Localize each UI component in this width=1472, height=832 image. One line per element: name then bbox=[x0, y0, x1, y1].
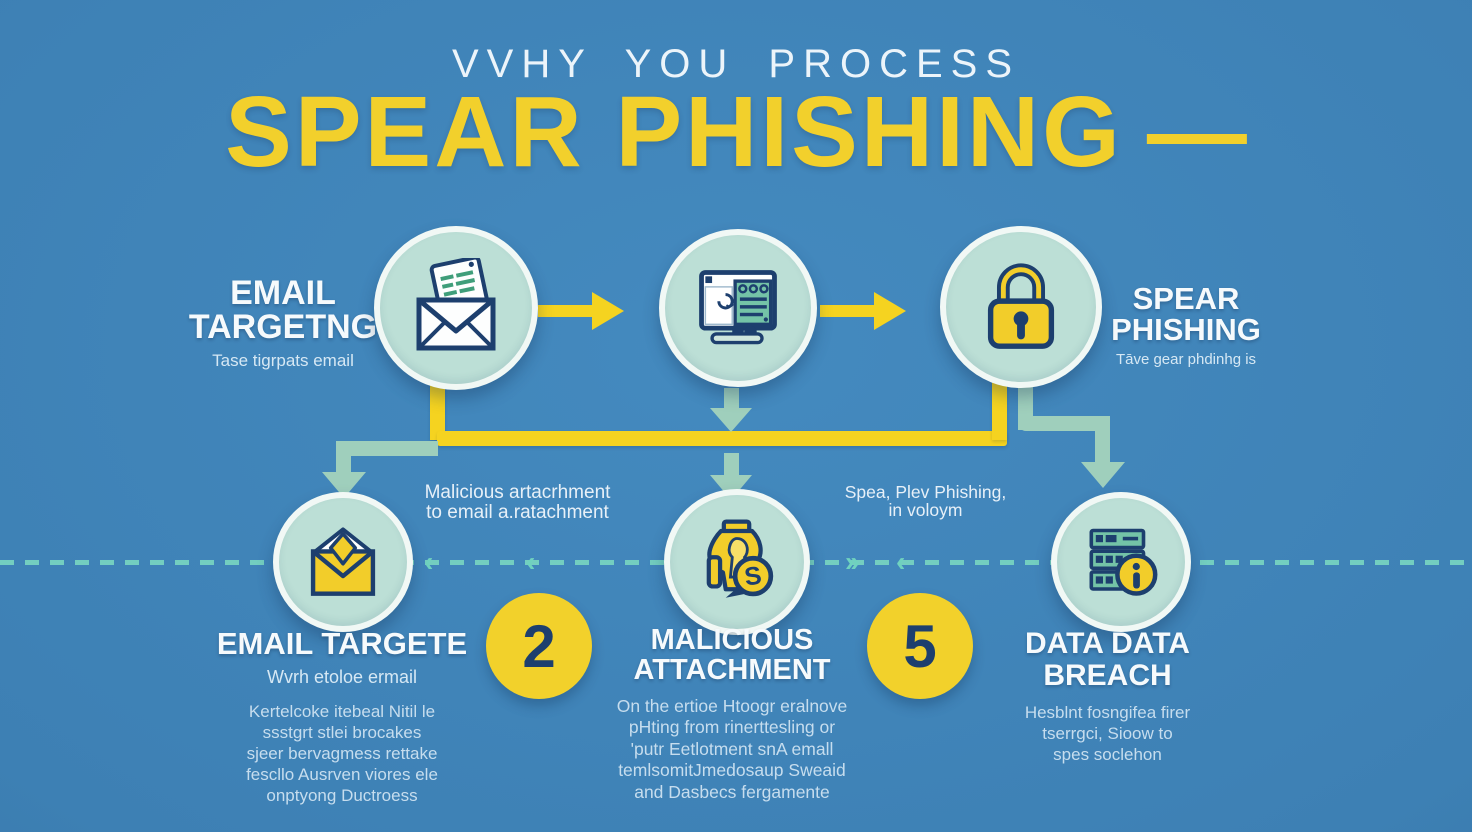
main-title-row: SPEAR PHISHING — bbox=[0, 82, 1472, 182]
connector-teal-left-horizontal bbox=[336, 441, 438, 456]
email-targeting-subtitle: Tase tigrpats email bbox=[212, 351, 354, 370]
email-targeting-line1: EMAIL bbox=[230, 274, 336, 312]
malware-blob-icon: S bbox=[706, 519, 774, 598]
connector-yellow-horizontal-bar bbox=[437, 431, 1007, 446]
step2-body-line: pHting from rinerttesling or bbox=[628, 717, 836, 738]
annotation-attachment-line2: to email a.ratachment bbox=[426, 501, 609, 523]
node-phishing-site bbox=[659, 229, 817, 387]
chevron-left2-icon: ‹ bbox=[526, 546, 536, 577]
node-data-breach bbox=[1051, 492, 1191, 632]
spear-phishing-label: SPEAR PHISHING Tāve gear phdinhg is bbox=[1062, 283, 1310, 368]
open-yellow-envelope-icon bbox=[310, 527, 376, 596]
flow-arrow-1-icon bbox=[538, 292, 624, 330]
connector-teal-left-vertical bbox=[336, 441, 351, 475]
step1-body-line: onptyong Ductroess bbox=[266, 785, 418, 805]
chevron-right-double-icon: ›› bbox=[845, 546, 860, 577]
annotation-attachment: Malicious artacrhment to email a.ratachm… bbox=[375, 483, 660, 522]
node-email-target bbox=[273, 492, 413, 632]
node-lock bbox=[940, 226, 1102, 388]
step2-body-line: On the ertioe Htoogr eralnove bbox=[616, 695, 848, 716]
connector-teal-mid-lower bbox=[724, 453, 739, 477]
step2-body-line: temlsomitJmedosaup Sweaid bbox=[618, 760, 846, 781]
server-info-icon bbox=[1089, 528, 1158, 596]
step2-body-line: and Dasbecs fergamente bbox=[634, 781, 830, 802]
spear-phishing-subtitle: Tāve gear phdinhg is bbox=[1115, 351, 1257, 368]
step3-title-line1: DATA DATA bbox=[1025, 627, 1190, 660]
step2-title-line1: MALICIOUS bbox=[650, 624, 814, 656]
node-malicious-attachment: S bbox=[664, 489, 810, 635]
step3-body-line: tserrgci, Sioow to bbox=[1042, 724, 1173, 743]
spear-phishing-line2: PHISHING bbox=[1111, 312, 1261, 347]
monitor-browser-icon bbox=[699, 270, 777, 345]
step-email-targete: EMAIL TARGETE Wvrh etoloe ermail Kertelc… bbox=[192, 626, 492, 806]
annotation-phishing: Spea, Plev Phishing, in voloym bbox=[798, 483, 1053, 519]
annotation-phishing-line2: in voloym bbox=[888, 500, 963, 520]
node-email-targeting bbox=[374, 226, 538, 390]
step2-body: On the ertioe Htoogr eralnove pHting fro… bbox=[567, 696, 897, 804]
step1-body-line: sjeer bervagmess rettake bbox=[246, 743, 438, 763]
step3-body-line: Hesblnt fosngifea firer bbox=[1024, 703, 1191, 722]
step2-title-line2: ATTACHMENT bbox=[633, 654, 831, 687]
page-title: SPEAR PHISHING bbox=[225, 76, 1123, 188]
annotation-attachment-line1: Malicious artacrhment bbox=[424, 482, 611, 503]
step1-body-line: ssstgrt stlei brocakes bbox=[262, 722, 422, 742]
email-targeting-line2: TARGETNG bbox=[188, 308, 378, 346]
title-dash: — bbox=[1146, 76, 1247, 188]
step2-body-line: 'putr Eetlotment snA emall bbox=[630, 738, 834, 759]
step-data-breach: DATA DATA BREACH Hesblnt fosngifea firer… bbox=[980, 628, 1235, 765]
flow-arrow-2-icon bbox=[820, 292, 906, 330]
step3-body-line: spes soclehon bbox=[1053, 745, 1162, 764]
step-badge-5: 5 bbox=[867, 593, 973, 699]
connector-teal-right-vertical-b bbox=[1095, 416, 1110, 464]
padlock-icon bbox=[987, 263, 1055, 349]
kicker-title: VVHY YOU PROCESS bbox=[452, 42, 1020, 86]
chevron-left-icon: ‹ bbox=[424, 546, 434, 577]
step1-body-line: fescllo Ausrven viores ele bbox=[246, 764, 438, 784]
connector-yellow-right-vertical bbox=[992, 370, 1007, 440]
step1-title: EMAIL TARGETE bbox=[216, 626, 468, 661]
step1-body: Kertelcoke itebeal Nitil le ssstgrt stle… bbox=[192, 701, 492, 806]
step-malicious-attachment: MALICIOUS ATTACHMENT On the ertioe Htoog… bbox=[567, 625, 897, 803]
badge-5-number: 5 bbox=[903, 612, 937, 680]
open-envelope-letter-icon bbox=[416, 258, 496, 351]
step-badge-2: 2 bbox=[486, 593, 592, 699]
badge-2-number: 2 bbox=[522, 612, 556, 680]
teal-arrowhead-mid-upper-icon bbox=[710, 408, 752, 432]
malware-s-glyph: S bbox=[743, 562, 764, 592]
step1-subtitle: Wvrh etoloe ermail bbox=[266, 666, 418, 687]
spear-phishing-line1: SPEAR bbox=[1132, 281, 1240, 316]
teal-arrowhead-right-icon bbox=[1081, 462, 1125, 488]
email-targeting-label: EMAIL TARGETNG Tase tigrpats email bbox=[148, 276, 418, 371]
step3-title-line2: BREACH bbox=[1043, 658, 1172, 692]
step1-body-line: Kertelcoke itebeal Nitil le bbox=[248, 701, 436, 721]
chevron-left3-icon: ‹ bbox=[896, 546, 906, 577]
connector-teal-right-horizontal bbox=[1018, 416, 1110, 431]
annotation-phishing-line1: Spea, Plev Phishing, bbox=[844, 482, 1007, 502]
connector-teal-mid-upper bbox=[724, 388, 739, 410]
step3-body: Hesblnt fosngifea firer tserrgci, Sioow … bbox=[980, 702, 1235, 765]
